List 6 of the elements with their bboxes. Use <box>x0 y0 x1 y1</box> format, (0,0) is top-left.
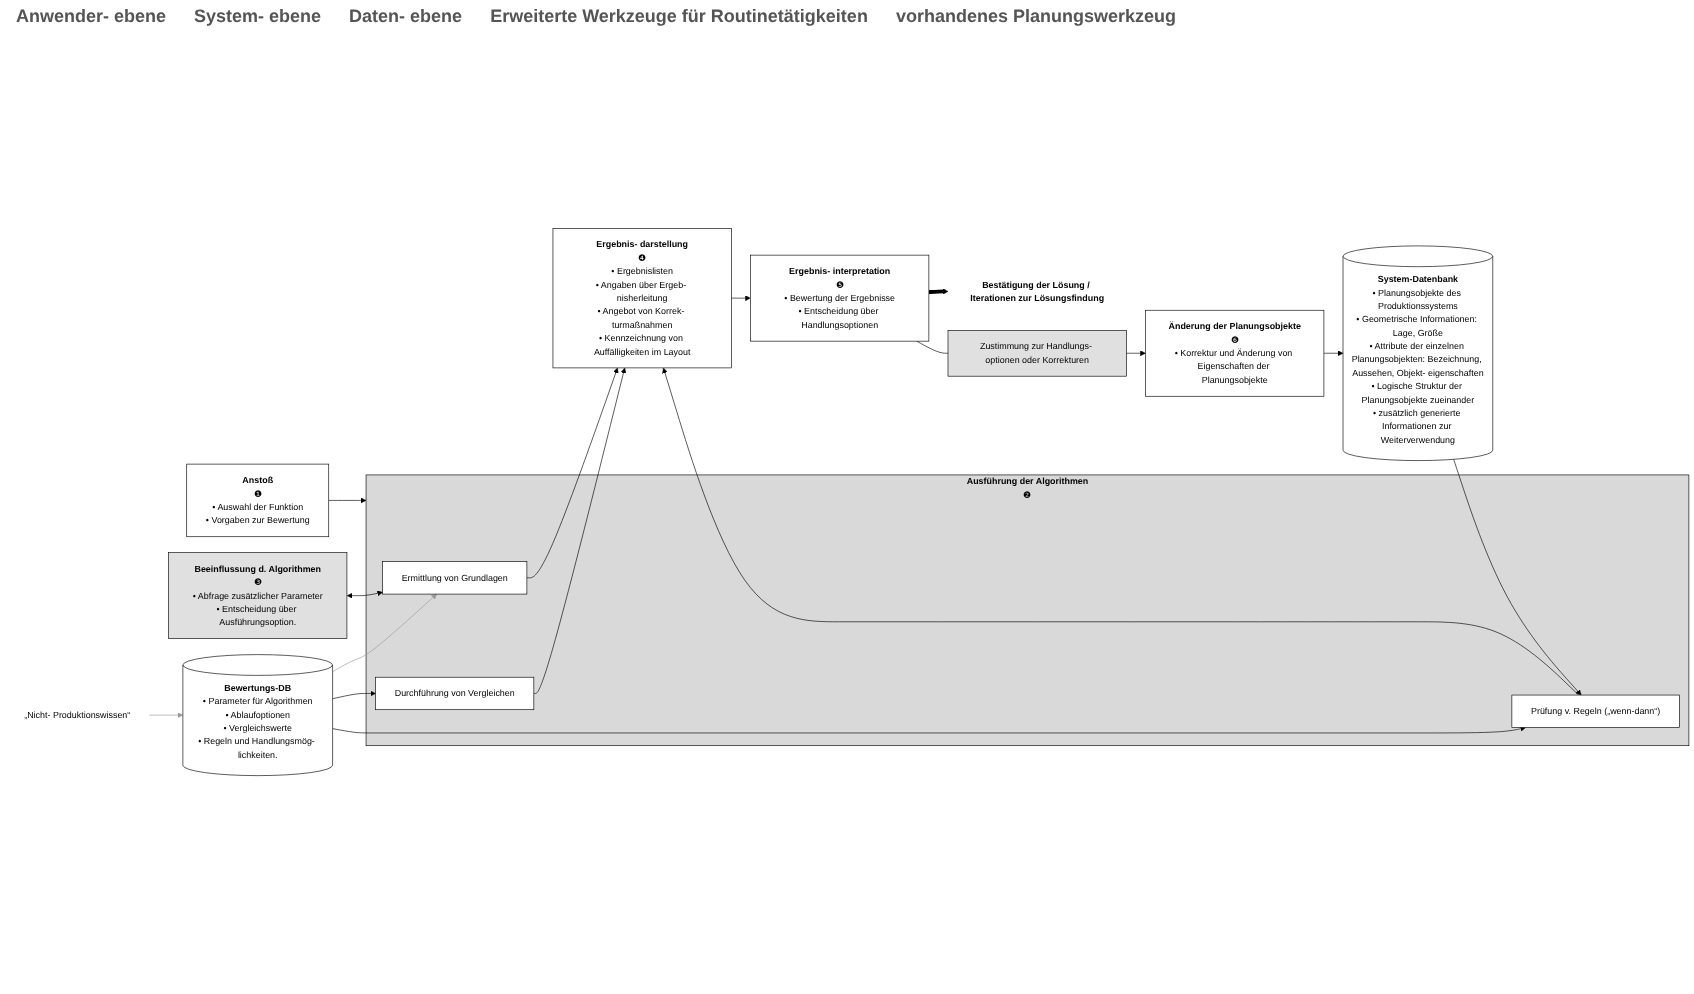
lane-label: Daten- ebene <box>349 6 463 26</box>
lane-label: Anwender- ebene <box>16 6 167 26</box>
lane-label: vorhandenes Planungswerkzeug <box>895 6 1176 26</box>
lane-label: Erweiterte Werkzeuge für Routinetätigkeiten <box>490 6 868 26</box>
connector <box>916 340 949 354</box>
lane-label: System- ebene <box>194 6 322 26</box>
